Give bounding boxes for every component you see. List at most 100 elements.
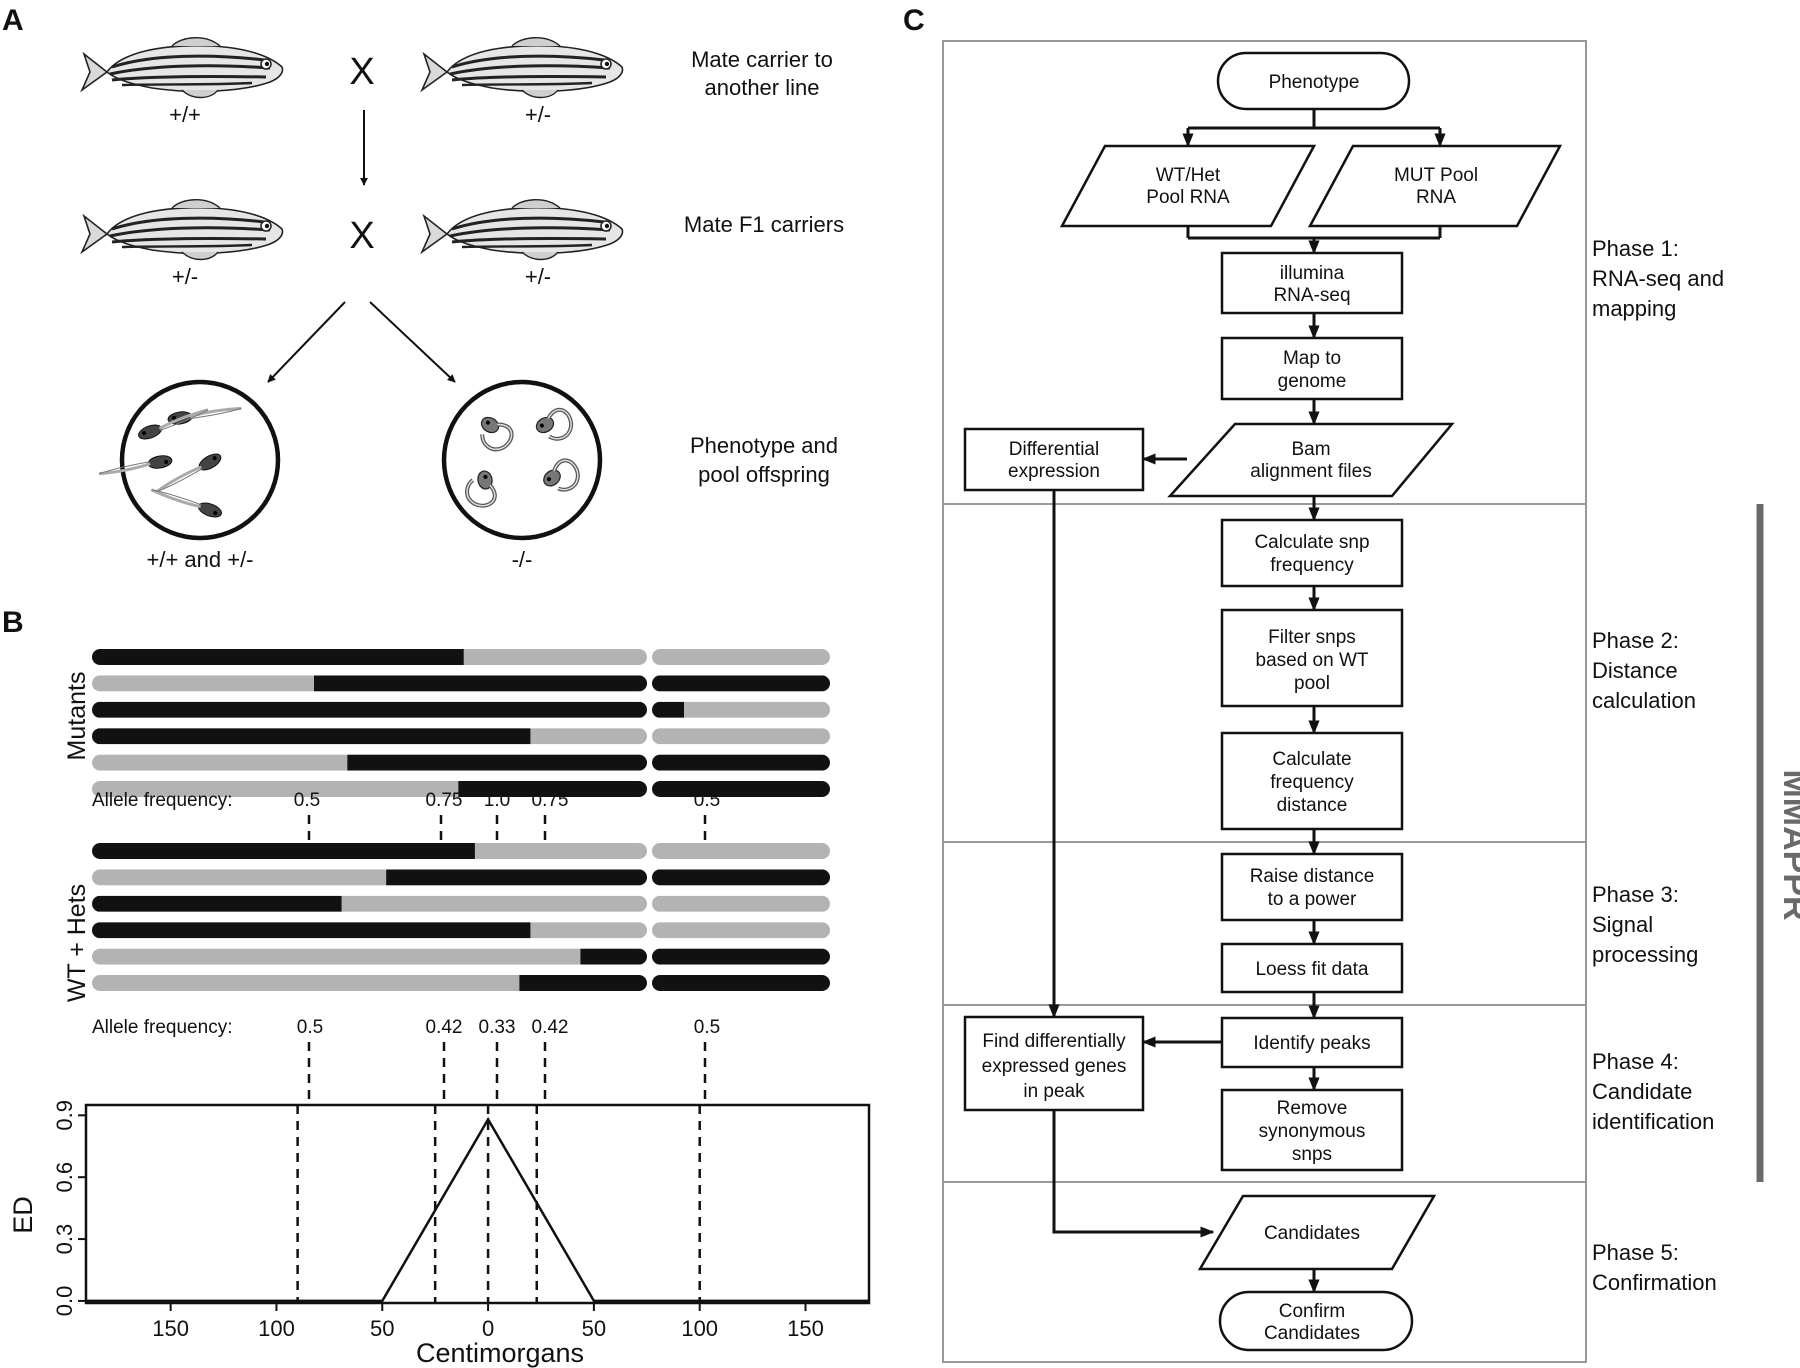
phase1-line2: RNA-seq and [1592,266,1724,291]
wt-allele-frequency-label: Allele frequency: [92,1017,232,1038]
mutant-chromosome-6-arm-segment-2 [458,781,647,797]
genotype-top-right: +/- [525,102,551,127]
mut-pool-text-1: MUT Pool [1394,165,1478,186]
wt-freq-5: 0.5 [694,1017,720,1038]
phase2-line2: Distance [1592,658,1678,683]
mutant-allele-frequency-label: Allele frequency: [92,790,232,811]
loess-node [1220,942,1404,994]
phase3-line3: processing [1592,942,1698,967]
mutant-chromosomes [92,649,830,797]
map-node [1220,336,1404,401]
wt-chromosome-5-arm-segment-1 [92,948,581,965]
remove-text-3: snps [1292,1144,1332,1165]
fish-f1-right-icon [420,198,624,261]
step3-label-line2: pool offspring [698,462,830,487]
step1-label-line2: another line [705,75,820,100]
pool-left-label: +/+ and +/- [146,547,253,572]
filter-text-2: based on WT [1256,650,1369,671]
wt-freq-2: 0.42 [426,1017,463,1038]
raise-text-2: to a power [1268,889,1357,910]
pool-left-dish [96,379,281,541]
wt-chromosome-6-arm-segment-2 [519,975,647,991]
wt-chromosome-5 [92,948,830,965]
mutant-chromosome-4-arm-segment-2 [530,728,647,745]
phase5-title: Phase 5: [1592,1240,1679,1265]
mutant-chromosome-2 [92,675,830,692]
wt-chromosome-2 [92,869,830,886]
fish-wildtype-icon [80,36,284,99]
y-tick-label-1: 0.0 [52,1286,77,1317]
fish-carrier-icon [420,36,624,99]
mutant-freq-1: 0.5 [294,790,320,811]
genotype-mid-left: +/- [172,264,198,289]
wt-chromosome-2-arm-segment-1 [92,869,387,886]
panel-a: A X Mate carrier to another line +/+ +/-… [2,4,844,572]
filter-node [1220,608,1404,708]
x-tick-label-1: 150 [152,1316,189,1341]
illumina-text-1: illumina [1280,263,1345,284]
phenotype-node [1216,51,1411,111]
calc-dist-text-1: Calculate [1272,749,1351,770]
phase3-line2: Signal [1592,912,1653,937]
mutant-chromosome-1 [92,649,830,665]
phase1-line3: mapping [1592,296,1676,321]
mutant-chromosome-3 [92,701,830,718]
wt-hets-label: WT + Hets [63,884,91,1002]
illumina-text-2: RNA-seq [1273,285,1350,306]
bam-text-2: alignment files [1250,461,1371,482]
mutant-chromosome-5-arm-segment-1 [92,754,348,771]
y-axis-title: ED [8,1196,38,1234]
differential-text-2: expression [1008,461,1100,482]
phase2-title: Phase 2: [1592,628,1679,653]
y-tick-label-2: 0.3 [52,1224,77,1255]
panel-c: C MMAPPR [903,4,1800,1363]
wt-chromosome-4-arm-segment-2 [530,922,647,939]
x-tick-label-5: 50 [582,1316,606,1341]
phase-frame [942,40,1587,1363]
wt-freq-3: 0.33 [479,1017,516,1038]
mutant-chromosome-3-tail-segment-1 [652,701,685,718]
raise-node [1220,852,1404,922]
cross-symbol: X [349,51,374,93]
candidates-text: Candidates [1264,1223,1360,1244]
flow-connectors [1048,109,1446,1294]
mutant-chromosome-6 [92,781,830,797]
mutant-chromosome-2-arm-segment-1 [92,675,314,692]
phase5-line2: Confirmation [1592,1270,1717,1295]
wt-pool-node [1059,144,1317,228]
phase4-line3: identification [1592,1109,1714,1134]
mutant-chromosome-4-tail-segment-1 [652,728,830,745]
wt-chromosomes [92,843,830,991]
mutant-chromosome-5 [92,754,830,771]
illumina-node [1220,251,1404,315]
confirm-node [1218,1290,1414,1352]
x-axis-title: Centimorgans [416,1338,584,1368]
calc-dist-text-3: distance [1277,795,1348,816]
phenotype-text: Phenotype [1269,72,1360,93]
chart-frame [84,1103,871,1305]
mutant-chromosome-1-arm-segment-1 [92,649,464,665]
mutant-chromosome-5-tail-segment-1 [652,754,830,771]
wt-chromosome-6-arm-segment-1 [92,975,520,991]
find-text-3: in peak [1023,1081,1085,1102]
panel-letter-b: B [2,606,24,639]
mutant-chromosome-1-arm-segment-2 [463,649,647,665]
panel-letter-c: C [903,4,925,37]
remove-text-2: synonymous [1259,1121,1366,1142]
wt-freq-4: 0.42 [532,1017,569,1038]
wt-chromosome-3 [92,895,830,912]
wt-chromosome-4 [92,922,830,939]
step3-label-line1: Phenotype and [690,433,838,458]
y-tick-label-3: 0.6 [52,1162,77,1193]
cross-symbol-2: X [349,215,374,257]
phase4-line2: Candidate [1592,1079,1692,1104]
wt-pool-text-2: Pool RNA [1146,187,1230,208]
mutant-chromosome-2-tail-segment-1 [652,675,830,692]
calc-snp-text-2: frequency [1270,555,1354,576]
arrow-to-pool-left [267,301,346,383]
find-text-2: expressed genes [982,1056,1127,1077]
differential-node [963,427,1145,492]
calc-snp-node [1220,518,1404,588]
